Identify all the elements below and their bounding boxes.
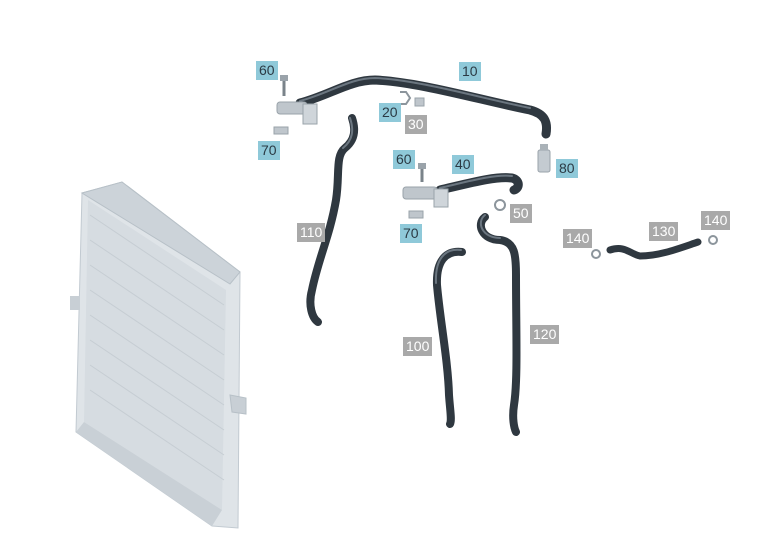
- callout-70-lower[interactable]: 70: [400, 224, 422, 243]
- flange-60-70-upper: [273, 75, 318, 135]
- hose-100: [432, 247, 466, 428]
- callout-60-upper[interactable]: 60: [256, 61, 278, 80]
- clamp-50: [494, 199, 506, 211]
- callout-100[interactable]: 100: [403, 337, 433, 356]
- hose-110: [306, 114, 359, 326]
- callout-140-right[interactable]: 140: [701, 211, 731, 230]
- radiator: [70, 181, 247, 529]
- callout-120[interactable]: 120: [530, 325, 560, 344]
- fitting-80: [537, 144, 551, 173]
- flange-60-70-lower: [402, 163, 449, 219]
- clip-20-30: [400, 91, 425, 107]
- callout-40[interactable]: 40: [452, 155, 474, 174]
- callout-60-lower[interactable]: 60: [393, 150, 415, 169]
- callout-10[interactable]: 10: [459, 62, 481, 81]
- callout-70-upper[interactable]: 70: [258, 141, 280, 160]
- callout-50[interactable]: 50: [510, 204, 532, 223]
- callout-140-left[interactable]: 140: [563, 229, 593, 248]
- hose-130: [606, 238, 702, 260]
- callout-110[interactable]: 110: [297, 223, 326, 242]
- callout-130[interactable]: 130: [649, 222, 679, 241]
- hose-40: [435, 173, 523, 195]
- callout-20[interactable]: 20: [379, 103, 401, 122]
- hose-120: [477, 213, 521, 436]
- callout-30[interactable]: 30: [405, 115, 427, 134]
- callout-80[interactable]: 80: [556, 159, 578, 178]
- hose-10: [295, 75, 552, 139]
- clamp-140: [591, 235, 718, 259]
